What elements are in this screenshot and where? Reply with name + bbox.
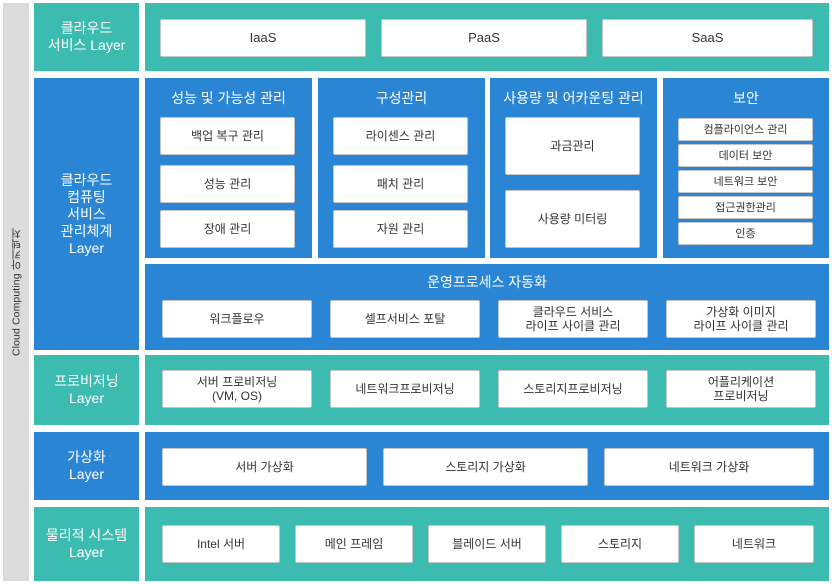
mgmt-item: 성능 관리 [160,165,295,203]
cloud-service-layer-label: 클라우드 서비스 Layer [47,20,126,53]
management-layer-label: 클라우드 컴퓨팅 서비스 관리체계 Layer [60,171,113,256]
mgmt-item: 자원 관리 [333,210,468,248]
cloud-service-layer-label-box: 클라우드 서비스 Layer [34,3,139,71]
mgmt-group-title: 구성관리 [375,89,428,106]
side-bar [3,3,29,581]
provisioning-item: 스토리지프로비저닝 [498,370,648,408]
virtualization-item: 서버 가상화 [162,448,367,486]
physical-layer-label-box: 물리적 시스템 Layer [34,507,139,581]
physical-item: 스토리지 [561,525,679,563]
provisioning-layer-label-box: 프로비저닝 Layer [34,355,139,425]
virtualization-item: 스토리지 가상화 [383,448,588,486]
mgmt-item: 과금관리 [505,117,640,175]
provisioning-item: 서버 프로비저닝 (VM, OS) [162,370,312,408]
mgmt-item: 백업 복구 관리 [160,117,295,155]
mgmt-item: 데이터 보안 [678,144,813,167]
mgmt-item: 컴플라이언스 관리 [678,118,813,141]
automation-item: 클라우드 서비스 라이프 사이클 관리 [498,300,648,338]
mgmt-item: 사용량 미터링 [505,190,640,248]
automation-item: 셀프서비스 포탈 [330,300,480,338]
management-layer-label-box: 클라우드 컴퓨팅 서비스 관리체계 Layer [34,78,139,350]
mgmt-item: 라이센스 관리 [333,117,468,155]
mgmt-group-title: 보안 [733,89,759,106]
automation-item: 워크플로우 [162,300,312,338]
service-item: PaaS [381,19,587,57]
automation-item: 가상화 이미지 라이프 사이클 관리 [666,300,816,338]
mgmt-item: 인증 [678,222,813,245]
mgmt-item: 장애 관리 [160,210,295,248]
mgmt-group-title: 사용량 및 어카운팅 관리 [503,89,644,106]
service-item: IaaS [160,19,366,57]
mgmt-item: 접근권한관리 [678,196,813,219]
virtualization-layer-label-box: 가상화 Layer [34,432,139,500]
virtualization-layer-label: 가상화 Layer [67,449,106,482]
provisioning-layer-label: 프로비저닝 Layer [54,373,119,406]
provisioning-item: 어플리케이션 프로비저닝 [666,370,816,408]
physical-item: Intel 서버 [162,525,280,563]
side-label: Cloud Computing 아키텍처 [10,227,23,357]
physical-layer-label: 물리적 시스템 Layer [45,527,128,560]
physical-item: 네트워크 [694,525,814,563]
mgmt-group-title: 성능 및 가능성 관리 [171,89,286,106]
physical-item: 블레이드 서버 [428,525,546,563]
virtualization-item: 네트워크 가상화 [604,448,814,486]
provisioning-item: 네트워크프로비저닝 [330,370,480,408]
automation-title: 운영프로세스 자동화 [427,273,547,290]
service-item: SaaS [602,19,813,57]
mgmt-item: 패치 관리 [333,165,468,203]
physical-item: 메인 프레임 [295,525,413,563]
mgmt-item: 네트워크 보안 [678,170,813,193]
